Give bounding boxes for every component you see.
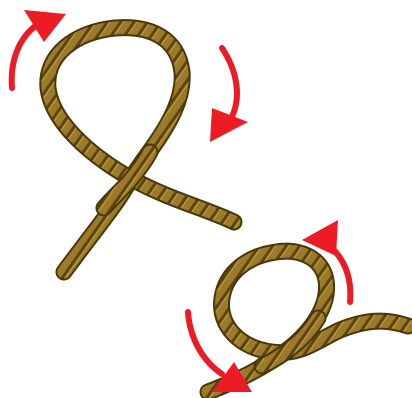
upper-rope-loop — [48, 28, 234, 272]
upper-rope-outline — [48, 28, 234, 272]
arrow-shaft — [12, 24, 38, 88]
upper-right-rotation-arrow — [210, 48, 248, 142]
arrow-shaft — [332, 248, 350, 302]
arrow-head — [210, 108, 248, 142]
arrow-head — [24, 10, 66, 42]
arrow-shaft — [222, 48, 237, 120]
